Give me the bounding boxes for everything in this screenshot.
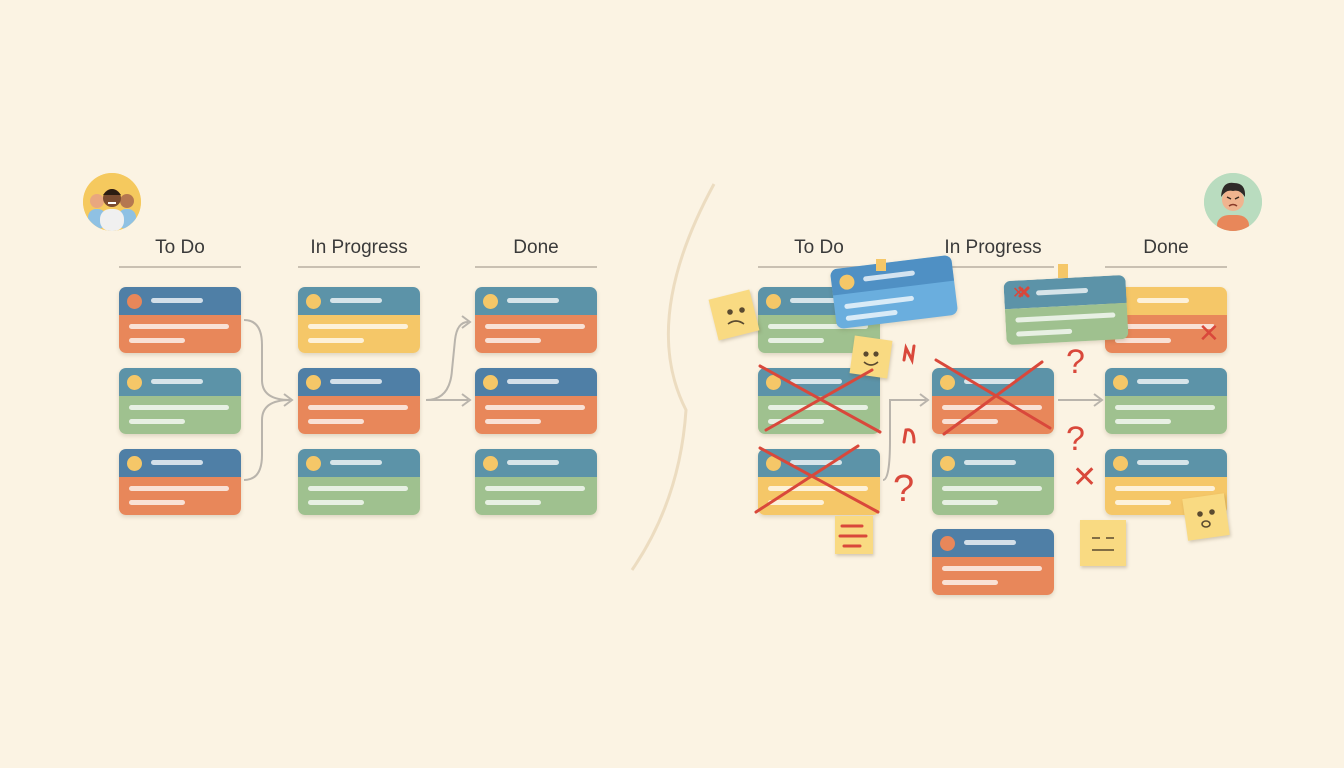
right-column-header-in-progress: In Progress <box>932 236 1054 268</box>
task-card[interactable] <box>1105 368 1227 434</box>
task-card[interactable] <box>119 287 241 353</box>
left-column-header-in-progress: In Progress <box>298 236 420 268</box>
right-column-header-done: Done <box>1105 236 1227 268</box>
question-mark-icon: ? <box>1066 343 1085 381</box>
task-card[interactable] <box>758 449 880 515</box>
left-column-header-done: Done <box>475 236 597 268</box>
left-column-header-todo: To Do <box>119 236 241 268</box>
task-card[interactable] <box>758 368 880 434</box>
sticky-note-icon <box>835 516 873 554</box>
task-card[interactable] <box>119 449 241 515</box>
task-card[interactable] <box>475 449 597 515</box>
sticky-note-icon <box>1182 493 1230 541</box>
task-card[interactable] <box>932 449 1054 515</box>
red-cross-icon: ✕ <box>1072 461 1098 494</box>
sticky-note-icon <box>849 335 893 379</box>
task-card[interactable] <box>475 287 597 353</box>
task-card[interactable] <box>475 368 597 434</box>
question-mark-icon: ? <box>893 468 915 510</box>
task-card[interactable] <box>932 368 1054 434</box>
task-card[interactable] <box>119 368 241 434</box>
team-avatar-icon <box>83 173 141 231</box>
task-card[interactable] <box>298 287 420 353</box>
red-cross-icon: ✕ <box>1198 318 1220 348</box>
task-card[interactable] <box>932 529 1054 595</box>
sticky-note-icon <box>708 289 760 341</box>
right-column-header-todo: To Do <box>758 236 880 268</box>
question-mark-icon: ? <box>1066 420 1085 458</box>
sticky-note-icon <box>1080 520 1126 566</box>
task-card[interactable] <box>298 449 420 515</box>
task-card[interactable] <box>298 368 420 434</box>
frustrated-person-avatar-icon <box>1204 173 1262 231</box>
pin-icon <box>1058 264 1068 278</box>
red-cross-icon: ✕ <box>1012 285 1026 302</box>
divider-curve <box>630 183 716 571</box>
